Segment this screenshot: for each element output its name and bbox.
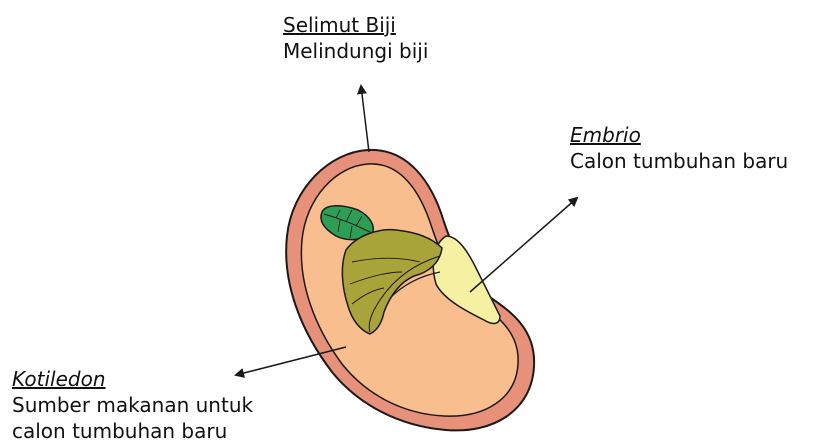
seed-coat-label: Selimut Biji Melindungi biji bbox=[283, 12, 428, 64]
embryo-title: Embrio bbox=[570, 122, 788, 148]
embryo-label: Embrio Calon tumbuhan baru bbox=[570, 122, 788, 174]
embryo-arrow bbox=[470, 198, 577, 292]
seed-coat-arrow bbox=[361, 86, 369, 152]
cotyledon-description-line2: calon tumbuhan baru bbox=[12, 418, 342, 444]
cotyledon-label: Kotiledon Sumber makanan untuk calon tum… bbox=[12, 366, 342, 444]
seed-coat-description: Melindungi biji bbox=[283, 38, 428, 64]
seed-coat-title: Selimut Biji bbox=[283, 12, 428, 38]
embryo-description: Calon tumbuhan baru bbox=[570, 148, 788, 174]
cotyledon-title: Kotiledon bbox=[12, 366, 342, 392]
cotyledon-description-line1: Sumber makanan untuk bbox=[12, 392, 342, 418]
